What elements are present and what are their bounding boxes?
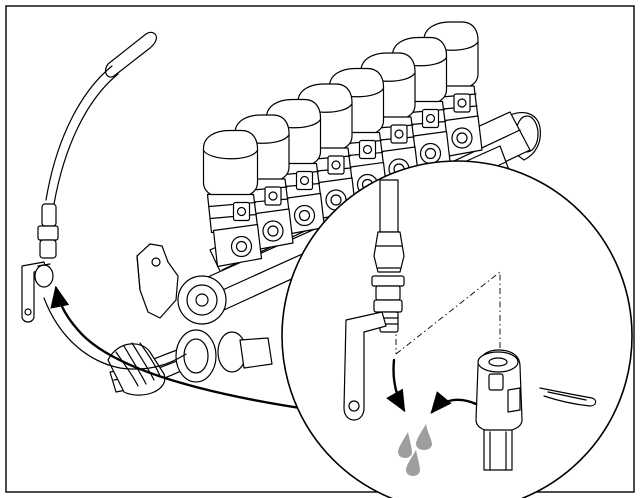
water-drops-icon [398,424,432,476]
sensor-bracket-icon [21,261,54,323]
probe-hose-guide [43,297,187,370]
spring-clip-icon [539,387,597,407]
solenoid-valve [202,129,263,268]
detail-magnifier-icon [281,160,633,498]
figure-frame [5,5,635,493]
flexible-probe-icon [37,31,157,259]
